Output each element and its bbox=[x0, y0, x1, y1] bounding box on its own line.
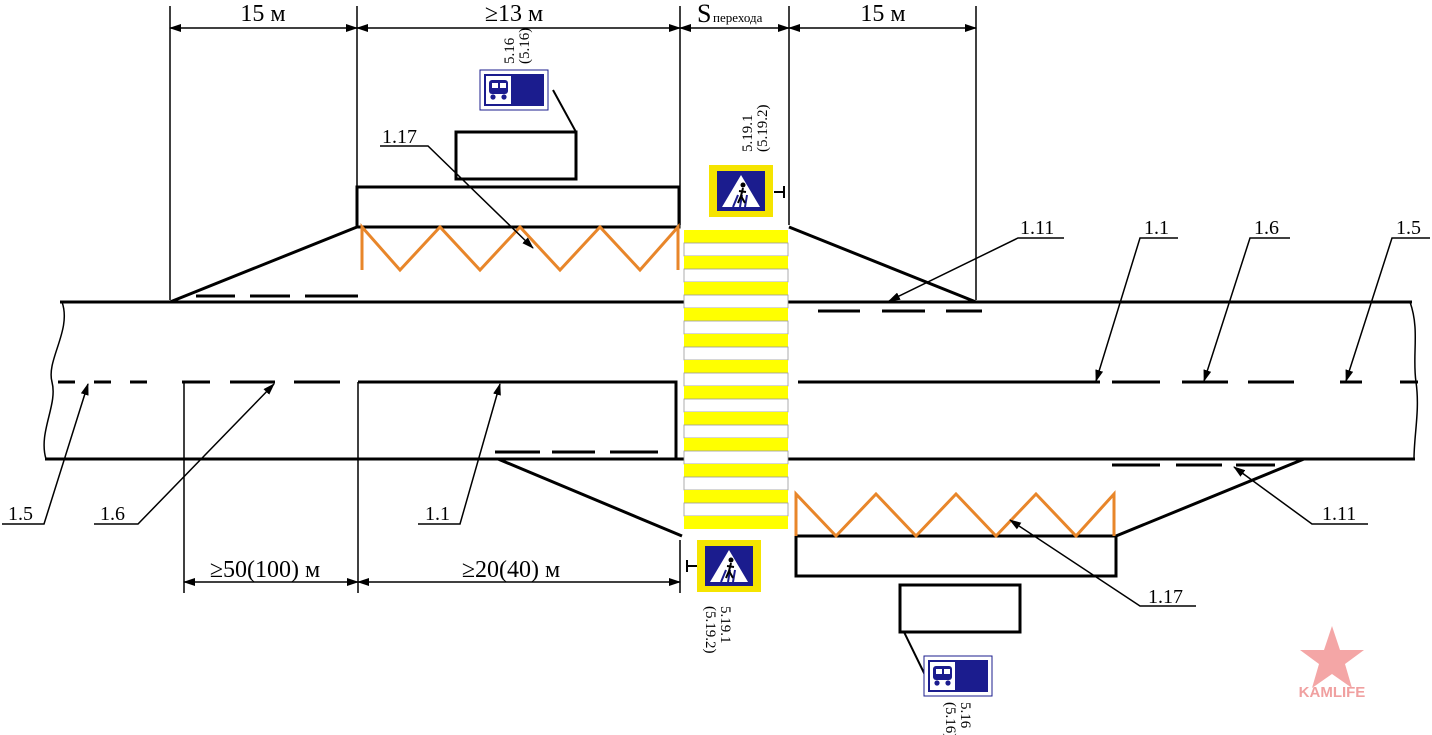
sign-top-crossing-code-alt: (5.19.2) bbox=[755, 105, 771, 153]
zebra-stripe bbox=[684, 334, 788, 347]
sign-top-bus-code-alt: (5.16) bbox=[517, 28, 533, 64]
dim-bottom-left: ≥50(100) м bbox=[210, 557, 320, 583]
zebra-gap bbox=[683, 502, 789, 517]
sign-bottom-crossing-code: 5.19.1 bbox=[717, 606, 733, 644]
label-1-17-bottom: 1.17 bbox=[1148, 586, 1183, 608]
sign-bottom-bus-code-alt: (5.16) bbox=[942, 702, 958, 735]
label-1-5-left: 1.5 bbox=[8, 503, 33, 525]
zebra-gap bbox=[683, 320, 789, 335]
zebra-stripe bbox=[684, 516, 788, 529]
bottom-dimension-chain: ≥50(100) м ≥20(40) м bbox=[183, 540, 681, 593]
sign-crossing-bottom: 5.19.1 (5.19.2) bbox=[686, 539, 762, 654]
bus-bay-bottom bbox=[495, 450, 1305, 634]
zebra-gap bbox=[683, 294, 789, 309]
pedestrian-crossing-icon bbox=[708, 164, 774, 218]
zebra-stripe bbox=[684, 490, 788, 503]
zebra-stripe bbox=[684, 282, 788, 295]
watermark: KAMLIFE bbox=[1299, 626, 1366, 701]
label-1-11-top: 1.11 bbox=[1020, 217, 1054, 239]
star-icon bbox=[1300, 626, 1364, 688]
sign-top-bus-code: 5.16 bbox=[502, 37, 518, 64]
zebra-gap bbox=[683, 372, 789, 387]
sign-bottom-bus-code: 5.16 bbox=[957, 702, 973, 729]
zebra-stripe bbox=[684, 256, 788, 269]
sign-top-crossing-code: 5.19.1 bbox=[740, 115, 756, 153]
zebra-crossing bbox=[683, 230, 789, 529]
label-1-17-top: 1.17 bbox=[382, 126, 417, 148]
top-dimension-chain: 15 м ≥13 м S перехода 15 м bbox=[169, 0, 977, 300]
dim-bottom-right: ≥20(40) м bbox=[462, 557, 560, 583]
zebra-gap bbox=[683, 424, 789, 439]
dim-top-left: 15 м bbox=[240, 1, 285, 27]
zebra-stripe bbox=[684, 464, 788, 477]
zebra-stripe bbox=[684, 360, 788, 373]
sign-bottom-crossing-code-alt: (5.19.2) bbox=[702, 606, 718, 654]
watermark-text: KAMLIFE bbox=[1299, 684, 1366, 701]
zebra-gap bbox=[683, 398, 789, 413]
dim-top-bay: ≥13 м bbox=[485, 1, 543, 27]
sign-bus-stop-top: 5.16 (5.16) bbox=[479, 28, 577, 133]
zebra-gap bbox=[683, 242, 789, 257]
zebra-stripe bbox=[684, 412, 788, 425]
label-1-11-bottom: 1.11 bbox=[1322, 503, 1356, 525]
zebra-gap bbox=[683, 450, 789, 465]
pedestrian-crossing-icon bbox=[696, 539, 762, 593]
zigzag-1-17-bottom bbox=[794, 490, 1116, 539]
bus-bay-top bbox=[169, 130, 681, 304]
dim-crossing-sub: перехода bbox=[713, 10, 763, 25]
dim-top-right: 15 м bbox=[860, 1, 905, 27]
zebra-stripe bbox=[684, 230, 788, 243]
dim-crossing-s: S bbox=[697, 0, 711, 28]
zebra-stripe bbox=[684, 386, 788, 399]
leaders: 1.17 1.11 1.1 1.6 1.5 1.5 1.6 1.1 1.11 1… bbox=[2, 126, 1430, 608]
label-1-1-right: 1.1 bbox=[1144, 217, 1169, 239]
label-1-6-right: 1.6 bbox=[1254, 217, 1279, 239]
zebra-gap bbox=[683, 476, 789, 491]
label-1-6-left: 1.6 bbox=[100, 503, 125, 525]
zebra-gap bbox=[683, 346, 789, 361]
label-1-5-right: 1.5 bbox=[1396, 217, 1421, 239]
taper-top-right bbox=[788, 225, 977, 304]
bus-icon bbox=[479, 69, 549, 111]
zebra-stripe bbox=[684, 308, 788, 321]
zebra-gap bbox=[683, 268, 789, 283]
bus-icon bbox=[923, 655, 993, 697]
center-markings bbox=[58, 380, 1418, 593]
zebra-stripe bbox=[684, 438, 788, 451]
sign-bus-stop-bottom: 5.16 (5.16) bbox=[903, 631, 993, 735]
sign-crossing-top: 5.19.1 (5.19.2) bbox=[708, 105, 785, 218]
zigzag-1-17-top bbox=[360, 223, 680, 273]
label-1-1-left: 1.1 bbox=[425, 503, 450, 525]
